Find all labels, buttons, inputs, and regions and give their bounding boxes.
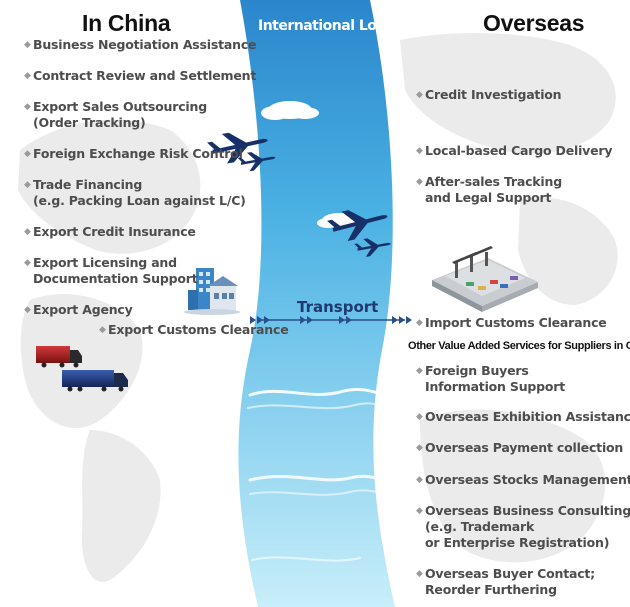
port-terminal-icon [432, 246, 538, 312]
airplane-icon [327, 210, 391, 257]
list-item-overseas-exhibition: ◆ Overseas Exhibition Assistance [416, 409, 630, 424]
diamond-bullet-icon: ◆ [416, 146, 423, 156]
diamond-bullet-icon: ◆ [416, 366, 423, 376]
diamond-bullet-icon: ◆ [416, 569, 423, 579]
diamond-bullet-icon: ◆ [416, 443, 423, 453]
other-services-heading: Other Value Added Services for Suppliers… [408, 340, 630, 352]
list-item-import-customs-clearance: ◆ Import Customs Clearance [416, 315, 607, 330]
list-item-credit-investigation: ◆ Credit Investigation [416, 87, 562, 102]
diamond-bullet-icon: ◆ [416, 318, 423, 328]
logistics-band [238, 0, 395, 607]
diamond-bullet-icon: ◆ [24, 180, 31, 190]
list-item-overseas-stocks: ◆ Overseas Stocks Management [416, 472, 630, 487]
list-item-contract-review: ◆ Contract Review and Settlement [24, 68, 257, 83]
list-item-foreign-exchange: ◆ Foreign Exchange Risk Control [24, 146, 243, 161]
transport-label: Transport [297, 298, 379, 316]
diamond-bullet-icon: ◆ [416, 90, 423, 100]
list-item-overseas-consulting: ◆ Overseas Business Consulting (e.g. Tra… [416, 503, 630, 550]
diamond-bullet-icon: ◆ [416, 475, 423, 485]
airplane-icon [207, 132, 276, 172]
diamond-bullet-icon: ◆ [416, 506, 423, 516]
diamond-bullet-icon: ◆ [24, 227, 31, 237]
diamond-bullet-icon: ◆ [24, 102, 31, 112]
truck-icon [36, 346, 82, 368]
customs-building-icon [184, 268, 240, 315]
list-item-business-negotiation: ◆ Business Negotiation Assistance [24, 37, 257, 52]
transport-line [250, 316, 412, 324]
in-china-title: In China [82, 10, 171, 36]
list-item-export-sales-outsourcing: ◆ Export Sales Outsourcing (Order Tracki… [24, 99, 207, 130]
list-item-overseas-buyer-contact: ◆ Overseas Buyer Contact; Reorder Furthe… [416, 566, 595, 597]
diamond-bullet-icon: ◆ [416, 412, 423, 422]
truck-icon [62, 370, 128, 392]
diamond-bullet-icon: ◆ [24, 149, 31, 159]
list-item-export-customs-clearance: ◆ Export Customs Clearance [99, 322, 289, 337]
wave-lines [247, 388, 390, 562]
world-map-background [18, 33, 618, 582]
diamond-bullet-icon: ◆ [416, 177, 423, 187]
list-item-overseas-payment: ◆ Overseas Payment collection [416, 440, 624, 455]
diamond-bullet-icon: ◆ [99, 325, 106, 335]
list-item-trade-financing: ◆ Trade Financing (e.g. Packing Loan aga… [24, 177, 246, 208]
list-item-export-agency: ◆ Export Agency [24, 302, 133, 317]
list-item-after-sales-tracking: ◆ After-sales Tracking and Legal Support [416, 174, 562, 205]
list-item-export-licensing: ◆ Export Licensing and Documentation Sup… [24, 255, 198, 286]
diamond-bullet-icon: ◆ [24, 305, 31, 315]
list-item-foreign-buyers-info: ◆ Foreign Buyers Information Support [416, 363, 566, 394]
diamond-bullet-icon: ◆ [24, 40, 31, 50]
list-item-local-cargo-delivery: ◆ Local-based Cargo Delivery [416, 143, 613, 158]
chevron-arrow-icon [250, 316, 412, 324]
international-logistics-title: International Logistics [258, 18, 425, 34]
diamond-bullet-icon: ◆ [24, 71, 31, 81]
overseas-title: Overseas [483, 10, 585, 36]
diamond-bullet-icon: ◆ [24, 258, 31, 268]
list-item-export-credit-insurance: ◆ Export Credit Insurance [24, 224, 196, 239]
